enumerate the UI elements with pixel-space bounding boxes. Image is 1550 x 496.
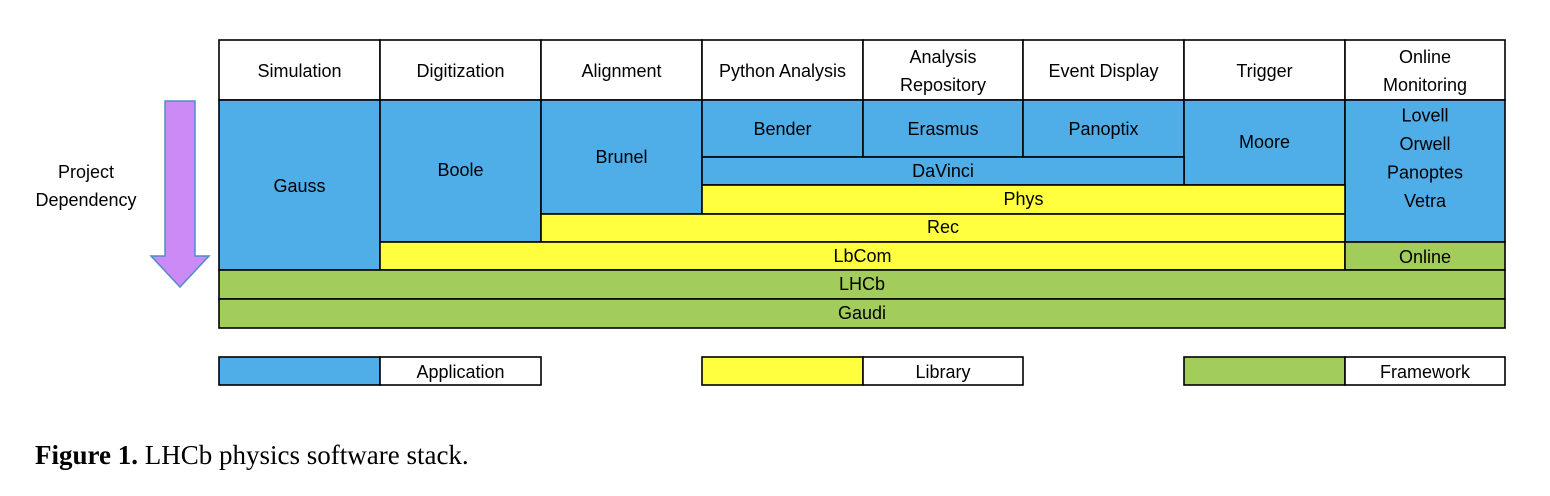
dependency-label-line-1: Project (58, 162, 114, 182)
project-block-online-monitoring-apps (1344, 99, 1506, 243)
domain-header-simulation (218, 39, 381, 101)
legend-label-application: Application (416, 362, 504, 382)
domain-label-digitization: Digitization (416, 61, 504, 81)
legend-label-library: Library (915, 362, 970, 382)
project-block-davinci (701, 156, 1185, 186)
project-label-online-monitoring-apps-line-3: Panoptes (1387, 162, 1463, 182)
dependency-label-line-2: Dependency (35, 190, 136, 210)
domain-label-event-display: Event Display (1048, 61, 1158, 81)
domain-label-online-monitoring-line-2: Monitoring (1383, 75, 1467, 95)
legend-swatch-library (701, 356, 864, 386)
legend-label-box-library (862, 356, 1024, 386)
project-label-gauss: Gauss (273, 176, 325, 196)
project-label-panoptix: Panoptix (1068, 119, 1138, 139)
domain-label-python-analysis: Python Analysis (719, 61, 846, 81)
project-label-erasmus: Erasmus (907, 119, 978, 139)
project-block-lhcb (218, 269, 1506, 300)
project-block-gaudi (218, 298, 1506, 329)
project-label-lbcom: LbCom (833, 246, 891, 266)
project-block-boole (379, 99, 542, 243)
domain-header-event-display (1022, 39, 1185, 101)
project-block-bender (701, 99, 864, 158)
project-label-online-monitoring-apps-line-1: Lovell (1401, 105, 1448, 125)
project-label-phys: Phys (1003, 189, 1043, 209)
project-label-rec: Rec (927, 217, 959, 237)
domain-label-simulation: Simulation (257, 61, 341, 81)
legend-label-box-application (379, 356, 542, 386)
project-label-boole: Boole (437, 160, 483, 180)
project-block-lbcom (379, 241, 1346, 271)
domain-label-online-monitoring-line-1: Online (1399, 47, 1451, 67)
project-label-online-monitoring-apps-line-2: Orwell (1399, 134, 1450, 154)
project-label-online: Online (1399, 247, 1451, 267)
project-label-brunel: Brunel (595, 147, 647, 167)
legend-label-framework: Framework (1380, 362, 1471, 382)
project-label-lhcb: LHCb (839, 274, 885, 294)
project-label-gaudi: Gaudi (838, 303, 886, 323)
domain-header-digitization (379, 39, 542, 101)
figure-caption-label: Figure 1. (35, 440, 138, 470)
project-block-rec (540, 213, 1346, 243)
figure-caption-text: LHCb physics software stack. (144, 440, 469, 470)
domain-label-analysis-repository-line-2: Repository (900, 75, 986, 95)
domain-label-alignment: Alignment (581, 61, 661, 81)
legend-label-box-framework (1344, 356, 1506, 386)
project-label-moore: Moore (1239, 132, 1290, 152)
project-label-davinci: DaVinci (912, 161, 974, 181)
project-block-phys (701, 184, 1346, 215)
project-block-online (1344, 241, 1506, 271)
project-label-bender: Bender (753, 119, 811, 139)
domain-label-trigger: Trigger (1236, 61, 1292, 81)
down-arrow-icon (149, 100, 211, 289)
domain-header-alignment (540, 39, 703, 101)
domain-label-analysis-repository-line-1: Analysis (909, 47, 976, 67)
figure-caption: Figure 1. LHCb physics software stack. (35, 440, 469, 471)
domain-header-online-monitoring (1344, 39, 1506, 101)
legend-swatch-application (218, 356, 381, 386)
legend-swatch-framework (1183, 356, 1346, 386)
project-label-online-monitoring-apps-line-4: Vetra (1404, 191, 1447, 211)
project-block-panoptix (1022, 99, 1185, 158)
